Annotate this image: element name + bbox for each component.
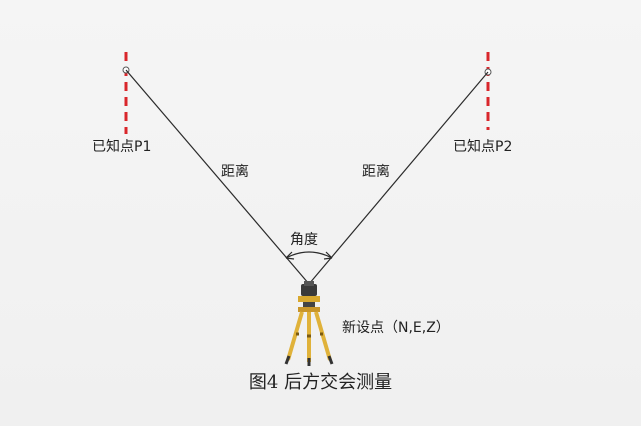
prism-pole-p2 (484, 52, 492, 130)
distance-line-left (125, 69, 310, 285)
known-point-p2-label: 已知点P2 (453, 139, 513, 155)
figure-caption: 图4 后方交会测量 (248, 372, 393, 393)
angle-label: 角度 (290, 232, 318, 248)
distance-left-label: 距离 (221, 164, 249, 180)
distance-right-label: 距离 (362, 164, 390, 180)
prism-pole-p1 (122, 52, 130, 134)
known-point-p1-label: 已知点P1 (92, 139, 152, 155)
distance-line-right (308, 71, 489, 285)
total-station-icon (284, 281, 334, 366)
new-point-label: 新设点（N,E,Z） (342, 320, 450, 336)
angle-arc (285, 251, 333, 260)
